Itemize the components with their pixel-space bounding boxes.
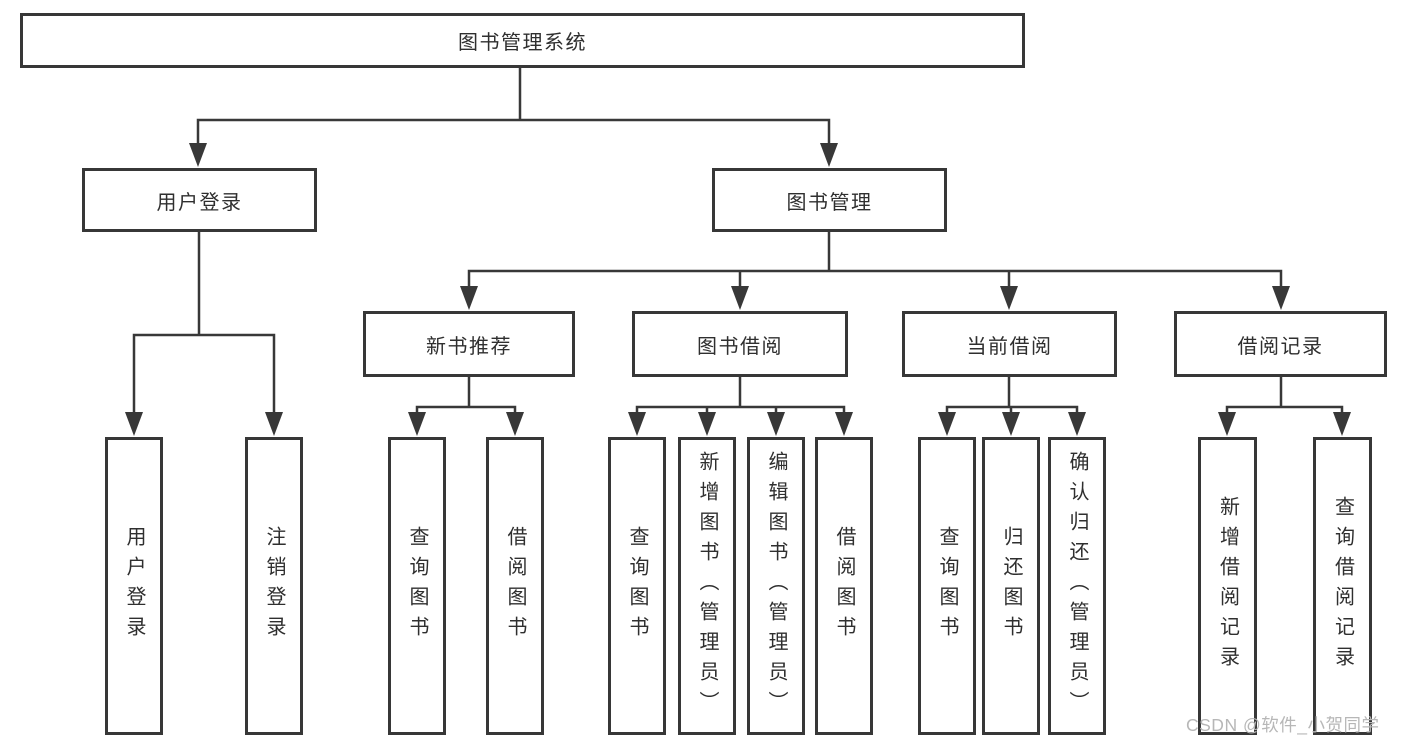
leaf-current-return: 归还图书 — [982, 437, 1040, 735]
node-root-label: 图书管理系统 — [458, 32, 587, 54]
branch-user-login — [132, 230, 276, 424]
leaf-newbooks-borrow-label: 借阅图书 — [504, 526, 526, 646]
leaf-user-login: 用户登录 — [105, 437, 163, 735]
leaf-borrow-query: 查询图书 — [608, 437, 666, 735]
node-current-borrow-label: 当前借阅 — [966, 335, 1053, 358]
leaf-logout: 注销登录 — [245, 437, 303, 735]
leaf-current-confirm-admin: 确认归还（管理员） — [1048, 437, 1106, 735]
node-root: 图书管理系统 — [20, 13, 1025, 68]
leaf-records-query: 查询借阅记录 — [1313, 437, 1372, 735]
leaf-current-confirm-admin-label: 确认归还（管理员） — [1066, 451, 1088, 721]
branch-book-management — [467, 230, 1283, 298]
leaf-records-query-label: 查询借阅记录 — [1331, 496, 1354, 676]
leaf-records-add-label: 新增借阅记录 — [1216, 496, 1239, 676]
leaf-logout-label: 注销登录 — [263, 526, 285, 646]
leaf-newbooks-borrow: 借阅图书 — [486, 437, 544, 735]
leaf-current-query-label: 查询图书 — [936, 526, 958, 646]
branch-borrow-records — [1225, 375, 1344, 424]
node-borrow-records-label: 借阅记录 — [1237, 335, 1324, 358]
leaf-records-add: 新增借阅记录 — [1198, 437, 1257, 735]
leaf-borrow-add-admin: 新增图书（管理员） — [678, 437, 736, 735]
leaf-user-login-label: 用户登录 — [123, 526, 145, 646]
leaf-newbooks-query-label: 查询图书 — [406, 526, 428, 646]
leaf-borrow-book: 借阅图书 — [815, 437, 873, 735]
node-book-borrow: 图书借阅 — [632, 311, 848, 377]
node-book-borrow-label: 图书借阅 — [697, 335, 783, 358]
node-current-borrow: 当前借阅 — [902, 311, 1117, 377]
leaf-newbooks-query: 查询图书 — [388, 437, 446, 735]
leaf-borrow-edit-admin-label: 编辑图书（管理员） — [765, 451, 787, 721]
leaf-borrow-query-label: 查询图书 — [626, 526, 648, 646]
node-new-books: 新书推荐 — [363, 311, 575, 377]
branch-new-books — [415, 375, 517, 424]
node-new-books-label: 新书推荐 — [426, 335, 512, 358]
branch-book-borrow — [635, 375, 846, 424]
csdn-watermark: CSDN @软件_小贺同学 — [1186, 715, 1380, 735]
leaf-borrow-book-label: 借阅图书 — [833, 526, 855, 646]
leaf-borrow-add-admin-label: 新增图书（管理员） — [696, 451, 718, 721]
node-book-management-label: 图书管理 — [786, 191, 873, 214]
node-user-login-label: 用户登录 — [156, 191, 243, 214]
leaf-current-query: 查询图书 — [918, 437, 976, 735]
branch-root — [196, 66, 831, 155]
node-borrow-records: 借阅记录 — [1174, 311, 1387, 377]
leaf-current-return-label: 归还图书 — [1000, 526, 1022, 646]
node-user-login: 用户登录 — [82, 168, 317, 232]
leaf-borrow-edit-admin: 编辑图书（管理员） — [747, 437, 805, 735]
node-book-management: 图书管理 — [712, 168, 947, 232]
